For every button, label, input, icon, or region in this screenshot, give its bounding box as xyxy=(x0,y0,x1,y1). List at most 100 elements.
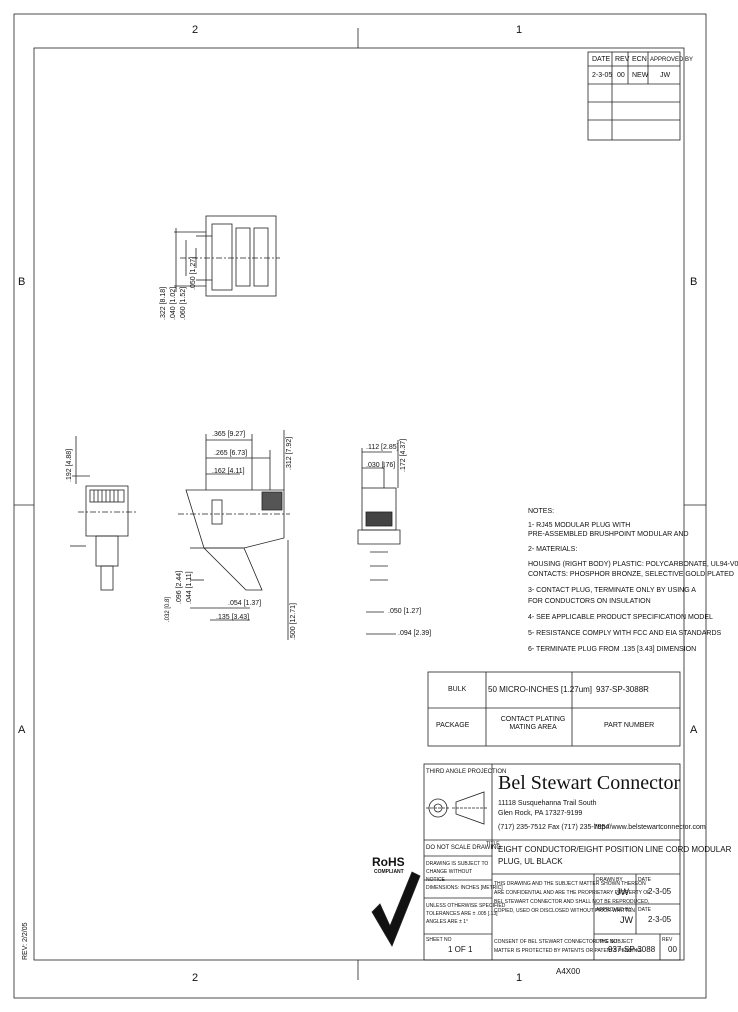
company-website[interactable]: http://www.belstewartconnector.com xyxy=(594,824,706,831)
company-address-2: Glen Rock, PA 17327-9199 xyxy=(498,810,583,817)
dim-side-3: .162 [4.11] xyxy=(212,468,245,475)
rev-row-ecn: NEW xyxy=(632,72,649,79)
drawing-canvas xyxy=(13,13,707,999)
note-line: 5- RESISTANCE COMPLY WITH FCC AND EIA ST… xyxy=(528,630,722,637)
dim-side-6: .044 [1.11] xyxy=(186,571,193,604)
note-line: HOUSING (RIGHT BODY) PLASTIC: POLYCARBON… xyxy=(528,561,738,568)
rev-row-date: 2-3-05 xyxy=(592,72,613,79)
spec-package-label: PACKAGE xyxy=(436,722,470,729)
dim-side-10: .032 [0.8] xyxy=(165,596,171,622)
dim-side-1: .365 [9.27] xyxy=(212,431,246,438)
top-view-plug xyxy=(174,215,280,297)
note-line: 3- CONTACT PLUG, TERMINATE ONLY BY USING… xyxy=(528,587,696,594)
end-view-plug xyxy=(357,440,401,635)
sheet-label: SHEET NO xyxy=(426,937,452,943)
rev-header-date: DATE xyxy=(592,56,611,63)
proprietary-4: COPIED, USED OR DISCLOSED WITHOUT PRIOR … xyxy=(494,908,636,914)
spec-part-number-label: PART NUMBER xyxy=(604,722,655,729)
zone-right-a: A xyxy=(690,724,698,736)
note-line: PRE-ASSEMBLED BRUSHPOINT MODULAR AND xyxy=(528,531,689,538)
spec-part-number: 937-SP-3088R xyxy=(596,685,649,694)
rev-value: 00 xyxy=(668,945,677,954)
revision-side-note: REV: 2/2/05 xyxy=(22,922,29,961)
dim-side-2: .265 [6.73] xyxy=(214,450,248,457)
note-line: CONTACTS: PHOSPHOR BRONZE, SELECTIVE GOL… xyxy=(528,571,734,578)
approved-by-label: APPROVED BY xyxy=(596,907,632,913)
dim-side-9: .135 [3.43] xyxy=(216,614,250,621)
dim-end-1: .112 [2.85] xyxy=(366,444,399,451)
company-phone: (717) 235-7512 Fax (717) 235-7954 xyxy=(498,824,610,831)
company-address-1: 11118 Susquehanna Trail South xyxy=(498,800,597,807)
dim-side-4: .312 [7.92] xyxy=(286,436,293,470)
drawn-by: JW xyxy=(616,887,629,897)
dim-end-2: .030 [.76] xyxy=(366,462,396,469)
title-label: TITLE xyxy=(486,841,500,847)
proprietary-1: THIS DRAWING AND THE SUBJECT MATTER SHOW… xyxy=(494,881,646,887)
dim-side-8: .054 [1.37] xyxy=(228,600,262,607)
zone-right-b: B xyxy=(690,276,698,288)
approved-date-label: DATE xyxy=(638,907,651,913)
rev-row-rev: 00 xyxy=(617,72,625,79)
side-view-plug xyxy=(178,430,290,640)
zone-bottom-right: 1 xyxy=(516,972,523,984)
note-line: 2- MATERIALS: xyxy=(528,546,578,553)
rev-header-approved: APPROVED BY xyxy=(650,57,694,63)
rev-row-approved: JW xyxy=(660,72,671,79)
notes-title: NOTES: xyxy=(528,508,555,515)
proprietary-5: CONSENT OF BEL STEWART CONNECTOR. THE SU… xyxy=(494,939,634,945)
rev-header-rev: REV xyxy=(615,56,630,63)
outer-border xyxy=(13,13,707,999)
front-view-plug xyxy=(70,436,136,591)
approved-by: JW xyxy=(620,915,633,925)
dim-top-1: .322 [8.18] xyxy=(160,286,167,320)
projection-label: THIRD ANGLE PROJECTION xyxy=(426,769,507,775)
proprietary-3: BEL STEWART CONNECTOR AND SHALL NOT BE R… xyxy=(494,899,650,905)
rohs-compliant: COMPLIANT xyxy=(374,869,404,875)
zone-top-left: 2 xyxy=(192,24,199,36)
drawing-title-1: EIGHT CONDUCTOR/EIGHT POSITION LINE CORD… xyxy=(498,845,732,854)
spec-bulk-label: BULK xyxy=(448,686,467,693)
dwg-no: 937-SP-3088 xyxy=(608,945,656,954)
bottom-code: A4X00 xyxy=(556,967,581,976)
spec-table-lines xyxy=(427,671,681,747)
zone-left-a: A xyxy=(18,724,26,736)
zone-bottom-left: 2 xyxy=(192,972,199,984)
dim-top-4: .050 [1.27] xyxy=(190,256,197,290)
note-line: 6- TERMINATE PLUG FROM .135 [3.43] DIMEN… xyxy=(528,646,697,653)
rohs-badge: RoHS xyxy=(372,855,405,869)
dim-front-1: .192 [4.88] xyxy=(66,448,73,482)
do-not-scale: DO NOT SCALE DRAWING xyxy=(426,845,502,851)
dwg-no-label: DWG NO xyxy=(596,939,618,945)
inner-border xyxy=(33,47,685,961)
sheet-number: 1 OF 1 xyxy=(448,945,473,954)
dim-end-3: .172 [4.37] xyxy=(400,438,407,472)
note-line: 1- RJ45 MODULAR PLUG WITH xyxy=(528,522,631,529)
dim-side-7: .500 [12.71] xyxy=(290,603,297,640)
subject-to-change: DRAWING IS SUBJECT TO CHANGE WITHOUT NOT… xyxy=(426,861,489,883)
note-line: 4- SEE APPLICABLE PRODUCT SPECIFICATION … xyxy=(528,614,713,621)
dimensions-units: DIMENSIONS: INCHES [METRIC] xyxy=(426,885,503,891)
drawn-date-label: DATE xyxy=(638,877,651,883)
revision-table-lines xyxy=(587,51,681,141)
spec-plating-value: 50 MICRO-INCHES [1.27um] xyxy=(488,685,593,694)
rev-label: REV xyxy=(662,937,673,943)
rev-header-ecn: ECN xyxy=(632,56,647,63)
tolerance-3: ANGLES ARE ± 1° xyxy=(426,919,468,925)
drawing-title-2: PLUG, UL BLACK xyxy=(498,857,563,866)
approved-date: 2-3-05 xyxy=(648,915,672,924)
title-block-lines xyxy=(423,763,681,961)
note-line: FOR CONDUCTORS ON INSULATION xyxy=(528,598,651,605)
tolerance-2: TOLERANCES ARE ± .005 [.13] xyxy=(426,911,498,917)
drawn-by-label: DRAWN BY xyxy=(596,877,623,883)
spec-plating-label: CONTACT PLATING MATING AREA xyxy=(500,716,566,731)
dim-side-5: .096 [2.44] xyxy=(176,570,183,604)
dim-top-3: .060 [1.52] xyxy=(180,286,187,320)
drawn-date: 2-3-05 xyxy=(648,887,672,896)
rohs-check-mark-icon xyxy=(371,871,421,947)
tolerance-1: UNLESS OTHERWISE SPECIFIED xyxy=(426,903,506,909)
zone-left-b: B xyxy=(18,276,26,288)
proprietary-6: MATTER IS PROTECTED BY PATENTS OR PATENT… xyxy=(494,948,643,954)
proprietary-2: ARE CONFIDENTIAL AND ARE THE PROPRIETARY… xyxy=(494,890,651,896)
company-name: Bel Stewart Connector xyxy=(498,772,681,794)
zone-top-right: 1 xyxy=(516,24,523,36)
